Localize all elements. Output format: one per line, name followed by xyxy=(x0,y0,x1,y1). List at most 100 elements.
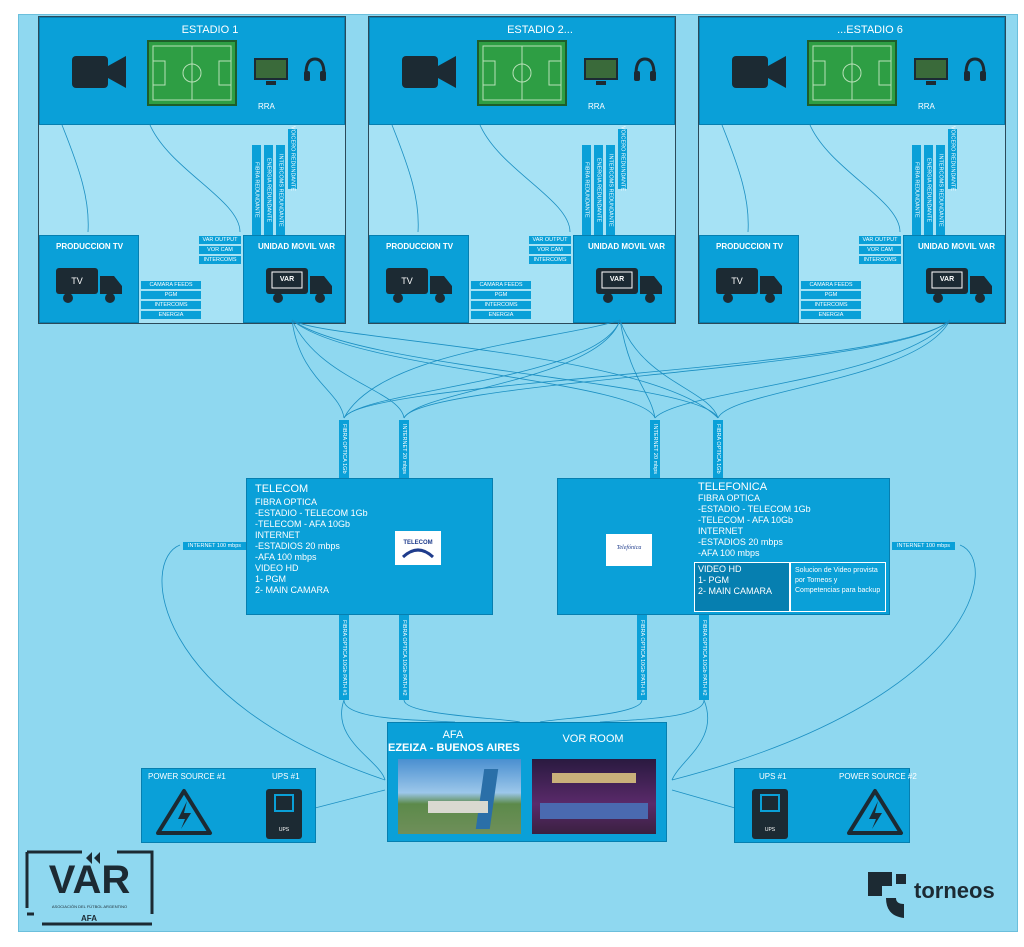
power-left-ups: UPS #1 xyxy=(272,772,300,781)
headset-icon xyxy=(634,57,656,81)
info-line: 1- PGM xyxy=(698,575,730,585)
link-bottom-label: CAMARA FEEDS xyxy=(471,281,531,289)
link-bottom-label: ENERGIA xyxy=(801,311,861,319)
tv-truck-icon xyxy=(386,268,452,303)
var-truck-icon xyxy=(596,268,662,303)
tv-truck-icon xyxy=(716,268,782,303)
stadium-header: ...ESTADIO 6 RRA xyxy=(699,17,1005,125)
telefonica-logo: Telefónica xyxy=(606,534,652,566)
vor-room-image xyxy=(532,759,656,834)
downlink-telefonica-path2: FIBRA OPTICA 10Gb PATH #2 xyxy=(699,615,709,700)
ups-right-screen xyxy=(760,794,780,812)
afa-panel: AFA EZEIZA - BUENOS AIRES VOR ROOM xyxy=(387,722,667,842)
info-line: -AFA 100 mbps xyxy=(255,552,317,562)
link-bottom-label: PGM xyxy=(471,291,531,299)
monitor-icon xyxy=(254,58,288,80)
info-line: -TELECOM - AFA 10Gb xyxy=(698,515,794,525)
link-top-label: VAR OUTPUT xyxy=(529,236,571,244)
unidad-movil-var-title: UNIDAD MOVIL VAR xyxy=(918,242,996,251)
rra-label: RRA xyxy=(588,102,605,111)
ups-left-screen xyxy=(274,794,294,812)
link-bottom-label: CAMARA FEEDS xyxy=(141,281,201,289)
var-truck-label: VAR xyxy=(939,276,955,283)
info-line: VIDEO HD xyxy=(255,563,299,573)
produccion-tv-title: PRODUCCION TV xyxy=(716,242,784,251)
telecom-logo-arc xyxy=(401,548,435,559)
rra-label: RRA xyxy=(258,102,275,111)
afa-building-roof xyxy=(428,801,488,813)
video-camera-icon xyxy=(732,56,786,88)
telefonica-note: Solucion de Video provista por Torneos y… xyxy=(795,567,881,594)
telefonica-logo-text: Telefónica xyxy=(616,545,642,551)
info-line: -TELECOM - AFA 10Gb xyxy=(255,519,351,529)
monitor-stand xyxy=(596,81,606,85)
vertical-link-label: ENERGIA REDUNDANTE xyxy=(594,145,603,235)
vertical-link-label: INTERCOMS REDUNDANTE xyxy=(606,145,615,235)
vor-room-title: VOR ROOM xyxy=(562,733,624,745)
var-logo-subtitle: ASOCIACIÓN DEL FÚTBOL ARGENTINO xyxy=(51,904,128,909)
ups-right-icon: UPS xyxy=(752,789,788,839)
headset-icon xyxy=(964,57,986,81)
afa-location: EZEIZA - BUENOS AIRES xyxy=(388,742,520,754)
soccer-field-lines xyxy=(812,45,892,101)
stadium-group-2: ESTADIO 2... RRA PRODUCCION TV TV UNIDAD… xyxy=(368,16,676,324)
uplink-fibra-telefonica: FIBRA OPTICA 1Gb xyxy=(713,420,723,478)
link-top-label: VAR OUTPUT xyxy=(199,236,241,244)
var-truck-label: VAR xyxy=(279,276,295,283)
telecom-title: TELECOM xyxy=(255,483,309,495)
link-bottom-label: PGM xyxy=(141,291,201,299)
soccer-field-lines xyxy=(482,45,562,101)
power-left-panel: POWER SOURCE #1 UPS #1 UPS xyxy=(141,768,316,843)
info-line: FIBRA OPTICA xyxy=(698,493,761,503)
info-line: -ESTADIOS 20 mbps xyxy=(255,541,340,551)
link-bottom-label: ENERGIA xyxy=(471,311,531,319)
afa-building-tower xyxy=(475,769,499,829)
afa-title: AFA xyxy=(442,729,464,741)
info-line: -ESTADIO - TELECOM 1Gb xyxy=(698,504,811,514)
info-line: VIDEO HD xyxy=(698,564,742,574)
produccion-tv-panel: PRODUCCION TV TV xyxy=(369,235,469,323)
power-right-source: POWER SOURCE #2 xyxy=(839,772,917,781)
vertical-link-label: VOICERO REDUNDANTE xyxy=(288,126,297,192)
telefonica-note-box: Solucion de Video provista por Torneos y… xyxy=(790,562,886,612)
info-line: 1- PGM xyxy=(255,574,287,584)
lightning-icon xyxy=(847,789,903,835)
stadium-title: ESTADIO 1 xyxy=(181,24,239,36)
torneos-text: torneos xyxy=(914,878,995,903)
link-top-label: INTERCOMS xyxy=(859,256,901,264)
link-bottom-label: INTERCOMS xyxy=(141,301,201,309)
link-bottom-label: CAMARA FEEDS xyxy=(801,281,861,289)
lightning-icon xyxy=(156,789,212,835)
internet-100-telefonica: INTERNET 100 mbps xyxy=(892,542,955,550)
torneos-logo-mark xyxy=(868,872,906,918)
unidad-movil-var-panel: UNIDAD MOVIL VAR VAR xyxy=(573,235,675,323)
vertical-link-label: ENERGIA REDUNDANTE xyxy=(264,145,273,235)
link-top-label: VOR CAM xyxy=(199,246,241,254)
soccer-field xyxy=(807,40,897,106)
telefonica-panel: TELEFONICA FIBRA OPTICA-ESTADIO - TELECO… xyxy=(557,478,890,615)
vertical-link-label: FIBRA REDUNDANTE xyxy=(912,145,921,235)
produccion-tv-title: PRODUCCION TV xyxy=(386,242,454,251)
stadium-header: ESTADIO 1 RRA xyxy=(39,17,345,125)
torneos-logo: torneos xyxy=(862,868,1012,924)
stadium-group-1: ESTADIO 1 RRA PRODUCCION TV TV UNIDAD MO… xyxy=(38,16,346,324)
produccion-tv-panel: PRODUCCION TV TV xyxy=(699,235,799,323)
monitor-stand xyxy=(266,81,276,85)
info-line: INTERNET xyxy=(698,526,743,536)
uplink-fibra-telecom: FIBRA OPTICA 1Gb xyxy=(339,420,349,478)
vertical-link-label: VOICERO REDUNDANTE xyxy=(618,126,627,192)
var-truck-label: VAR xyxy=(609,276,625,283)
tv-truck-label: TV xyxy=(401,276,413,286)
unidad-movil-var-title: UNIDAD MOVIL VAR xyxy=(588,242,666,251)
video-camera-icon xyxy=(72,56,126,88)
soccer-field-lines xyxy=(152,45,232,101)
telefonica-title: TELEFONICA xyxy=(698,481,768,493)
power-right-ups: UPS #1 xyxy=(759,772,787,781)
headset-icon xyxy=(304,57,326,81)
vor-room-desk xyxy=(540,803,648,819)
afa-mark: AFA xyxy=(81,914,97,923)
info-line: -ESTADIOS 20 mbps xyxy=(698,537,783,547)
power-left-source: POWER SOURCE #1 xyxy=(148,772,226,781)
afa-building-image xyxy=(398,759,521,834)
